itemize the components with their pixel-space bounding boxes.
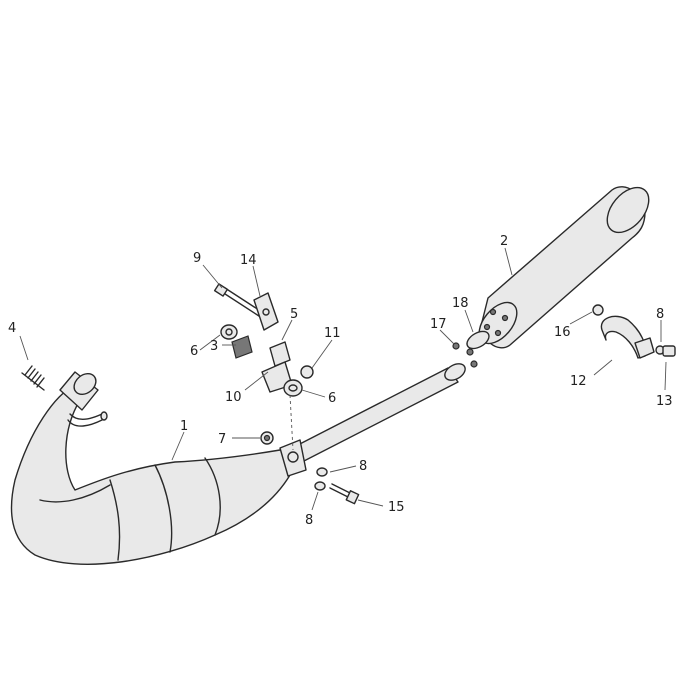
callout-14: 14 xyxy=(240,253,257,268)
callout-8-lower: 8 xyxy=(305,513,313,528)
clamp-washer xyxy=(592,304,604,316)
bracket-assembly xyxy=(213,283,314,451)
callout-11: 11 xyxy=(324,326,341,341)
callout-12: 12 xyxy=(570,374,587,389)
callout-16: 16 xyxy=(554,325,571,340)
callout-6-upper: 6 xyxy=(190,344,198,359)
callout-17: 17 xyxy=(430,317,447,332)
leader-lines xyxy=(19,247,667,511)
callout-13: 13 xyxy=(656,394,673,409)
callout-3: 3 xyxy=(210,339,218,354)
spring xyxy=(21,365,45,391)
callout-6-lower: 6 xyxy=(328,391,336,406)
silencer xyxy=(478,186,650,349)
silencer-clamp xyxy=(600,315,655,359)
callout-1: 1 xyxy=(180,419,188,434)
callout-5: 5 xyxy=(290,307,298,322)
callout-18: 18 xyxy=(452,296,469,311)
callout-8-clamp: 8 xyxy=(656,307,664,322)
callout-9: 9 xyxy=(193,251,201,266)
callout-2: 2 xyxy=(500,234,508,249)
bushing xyxy=(260,431,274,445)
callout-8-upper: 8 xyxy=(359,459,367,474)
washers-and-bolt xyxy=(314,467,360,505)
clamp-bolt xyxy=(655,345,676,357)
callout-4: 4 xyxy=(8,321,16,336)
nuts xyxy=(452,342,478,368)
callout-labels: 1 2 3 4 5 6 6 7 8 8 8 9 10 11 12 13 14 1… xyxy=(8,234,673,528)
exhaust-header-pipe xyxy=(10,363,466,565)
callout-10: 10 xyxy=(225,390,242,405)
callout-7: 7 xyxy=(218,432,226,447)
callout-15: 15 xyxy=(388,500,405,515)
gasket xyxy=(466,330,490,350)
